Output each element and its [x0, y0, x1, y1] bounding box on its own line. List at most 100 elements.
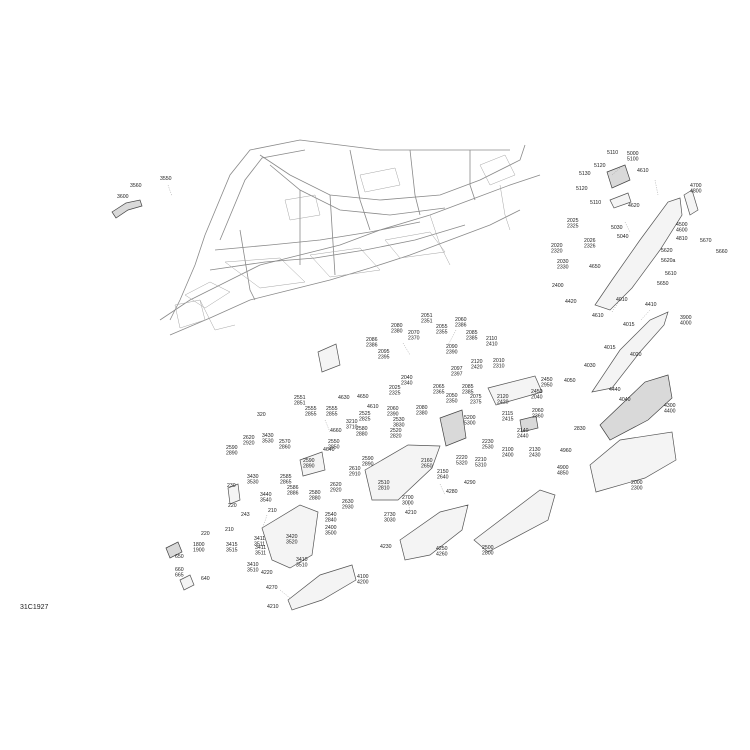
callout-label: 4640: [323, 447, 335, 453]
callout-label: 4020: [630, 352, 642, 358]
callout-label: 210: [268, 508, 277, 514]
callout-label: 5110: [607, 150, 618, 156]
callout-label: 5650: [657, 281, 669, 287]
leader-lines: [167, 167, 659, 599]
callout-label: 3560: [130, 183, 142, 189]
callout-label: 4230: [380, 544, 392, 550]
callout-label: 5110: [590, 200, 601, 206]
callout-label: 4015: [604, 345, 616, 351]
callout-label: 4015: [623, 322, 635, 328]
lower-body-parts-drawing: [165, 343, 556, 611]
callout-label: 5130: [579, 171, 591, 177]
callout-label: 4650: [589, 264, 601, 270]
callout-label: 4610: [367, 404, 379, 410]
callout-label: 210: [225, 527, 234, 533]
callout-label: 4440: [609, 387, 621, 393]
callout-label: 4050: [564, 378, 576, 384]
callout-label: 5120: [576, 186, 588, 192]
callout-label: 5660: [716, 249, 728, 255]
bracket-3600-drawing: [111, 199, 143, 219]
callout-label: 4630: [338, 395, 350, 401]
callout-label: 3600: [117, 194, 129, 200]
callout-label: 2830: [574, 426, 586, 432]
callout-label: 4210: [405, 510, 417, 516]
callout-label: 5620: [661, 248, 673, 254]
callout-label: 4650: [357, 394, 369, 400]
callout-label: 4270: [266, 585, 278, 591]
rear-right-parts-drawing: [589, 164, 699, 493]
callout-label: 5670: [700, 238, 712, 244]
callout-label: 650: [175, 554, 184, 560]
callout-label: 4290: [464, 480, 476, 486]
callout-label: 4410: [645, 302, 657, 308]
callout-label: 5610: [665, 271, 677, 277]
callout-label: 243: [241, 512, 250, 518]
callout-label: 4220: [261, 570, 273, 576]
callout-label: 4010: [616, 297, 628, 303]
callout-label: 4660: [330, 428, 342, 434]
callout-label: 5040: [617, 234, 629, 240]
callout-label: 4620: [628, 203, 640, 209]
callout-label: 4610: [592, 313, 604, 319]
callout-label: 2400: [552, 283, 564, 289]
